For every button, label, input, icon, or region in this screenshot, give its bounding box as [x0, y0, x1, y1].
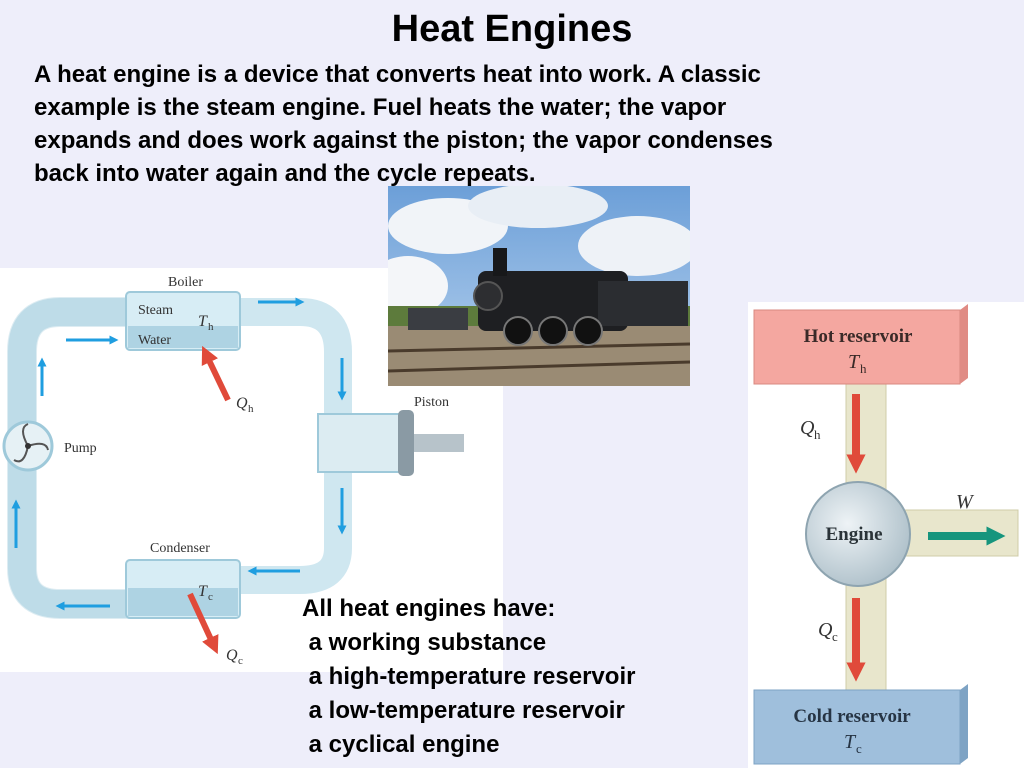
list-item: a high-temperature reservoir [302, 663, 636, 690]
list-item: a cyclical engine [302, 731, 500, 758]
engine-qh-sub: h [814, 427, 821, 442]
steam-label: Steam [138, 303, 173, 318]
intro-line: back into water again and the cycle repe… [34, 160, 536, 187]
work-label: W [956, 491, 975, 513]
condenser-label: Condenser [150, 541, 210, 556]
qc-label: Q [226, 647, 238, 664]
slide-title: Heat Engines [391, 8, 633, 50]
engine-qh-label: Q [800, 417, 815, 439]
qc-sub: c [238, 655, 243, 667]
condenser-temp-sub: c [208, 591, 213, 603]
hot-temp-label: T [848, 351, 861, 373]
cold-temp-sub: c [856, 741, 862, 756]
intro-line: expands and does work against the piston… [34, 127, 773, 154]
intro-line: example is the steam engine. Fuel heats … [34, 94, 727, 121]
cold-reservoir-label: Cold reservoir [793, 706, 911, 727]
boiler-label: Boiler [168, 275, 203, 290]
heat-engine-diagram: Hot reservoir T h Q h Engine W Q c Cold … [748, 302, 1024, 768]
qh-label: Q [236, 395, 248, 412]
heat-engine-requirements: All heat engines have: a working substan… [302, 592, 635, 762]
boiler-temp-sub: h [208, 321, 214, 333]
hot-reservoir-label: Hot reservoir [804, 326, 913, 347]
condenser-temp-label: T [198, 583, 208, 600]
cold-temp-label: T [844, 731, 857, 753]
list-item: a working substance [302, 629, 547, 656]
list-heading: All heat engines have: [302, 595, 556, 622]
piston-label: Piston [414, 395, 449, 410]
intro-line: A heat engine is a device that converts … [34, 61, 761, 88]
engine-label: Engine [825, 524, 882, 545]
water-label: Water [138, 333, 171, 348]
hot-temp-sub: h [860, 361, 867, 376]
pump-label: Pump [64, 441, 97, 456]
steam-locomotive-photo [388, 186, 690, 386]
engine-qc-sub: c [832, 629, 838, 644]
engine-qc-label: Q [818, 619, 833, 641]
qh-sub: h [248, 403, 254, 415]
boiler-temp-label: T [198, 313, 208, 330]
list-item: a low-temperature reservoir [302, 697, 625, 724]
intro-paragraph: A heat engine is a device that converts … [34, 58, 914, 190]
